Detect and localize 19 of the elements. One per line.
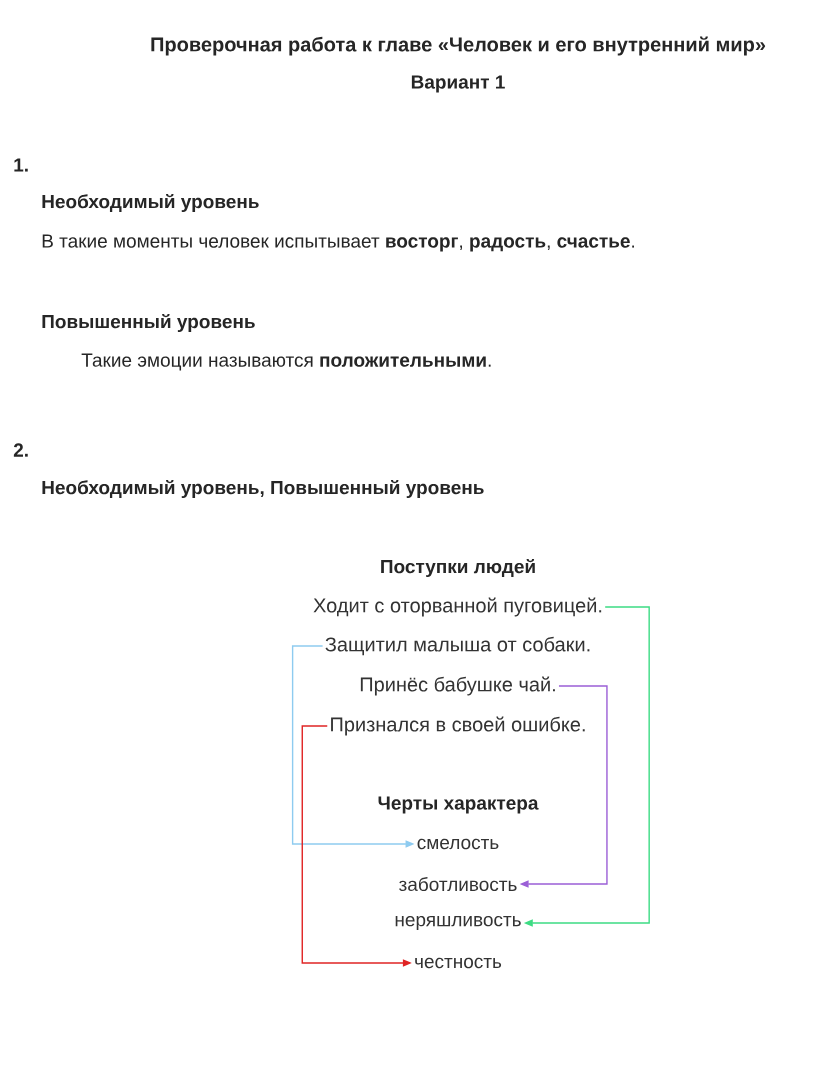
action-text: Ходит с оторванной пуговицей. [313, 597, 602, 617]
section-heading: Повышенный уровень [42, 313, 255, 333]
trait-text: честность [415, 957, 502, 969]
task-number: 1. [14, 158, 28, 172]
subtitle: Вариант 1 [411, 75, 505, 93]
trait-text: смелость [417, 838, 499, 850]
action-text: Защитил малыша от собаки. [325, 636, 590, 656]
section-heading: Необходимый уровень [42, 193, 259, 213]
trait-text: неряшливость [395, 915, 521, 931]
answer-text: Такие эмоции называются положительными. [81, 353, 491, 371]
answer-text: В такие моменты человек испытывает восторг, радость, счастье. [42, 234, 634, 252]
task-number: 2. [13, 443, 28, 457]
trait-text: заботливость [399, 876, 517, 892]
title: Проверочная работа к главе «Человек и его внутренний мир» [151, 36, 766, 56]
action-text: Признался в своей ошибке. [331, 716, 585, 736]
column-heading: Поступки людей [381, 558, 535, 578]
section-heading: Необходимый уровень, Повышенный уровень [42, 479, 484, 499]
column-heading: Черты характера [378, 796, 539, 814]
action-text: Принёс бабушке чай. [360, 676, 555, 696]
